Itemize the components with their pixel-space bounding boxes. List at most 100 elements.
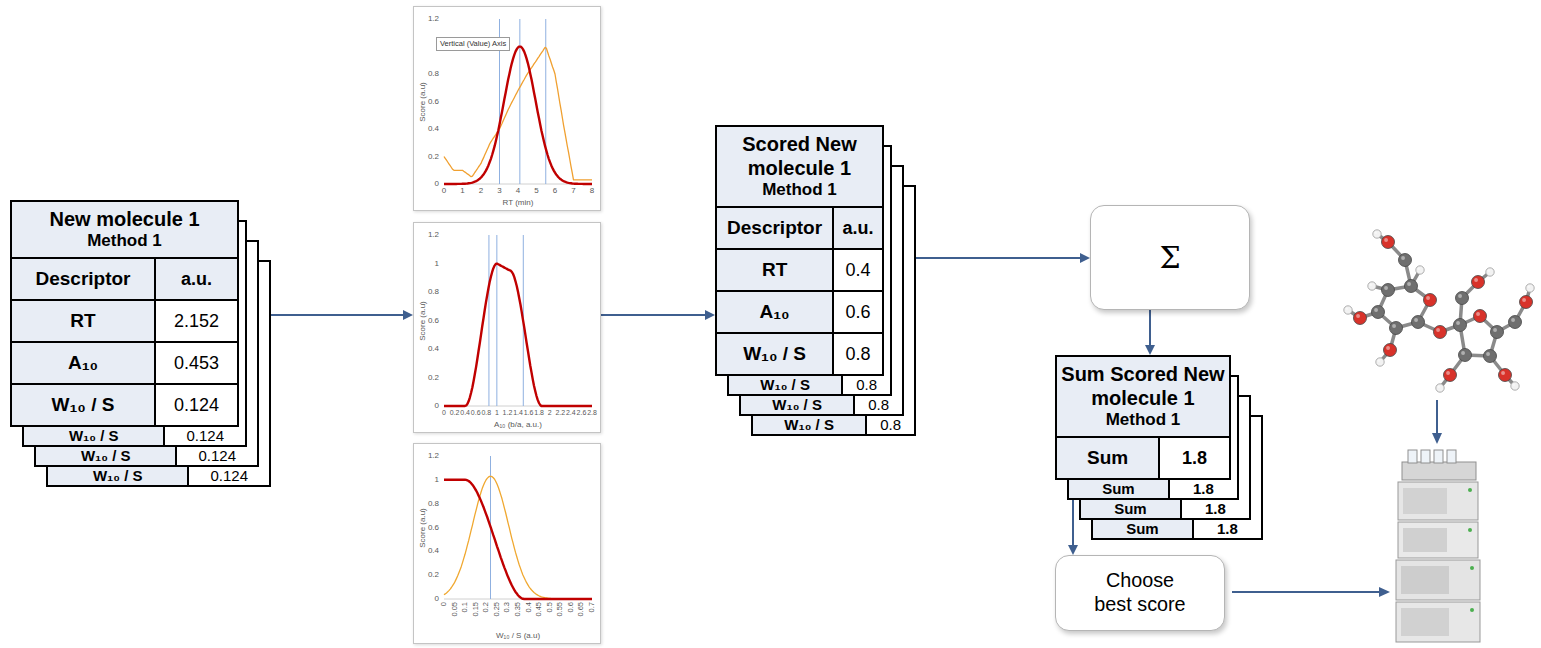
tick-label: 0.2 — [428, 153, 439, 161]
table-title-text: Sum Scored New molecule 1 — [1061, 362, 1225, 410]
table-cell: W₁₀ / S — [753, 416, 867, 434]
atom — [1372, 306, 1385, 319]
table-cell: W₁₀ / S — [717, 334, 834, 374]
atom — [1509, 316, 1522, 329]
atom-highlight — [1414, 318, 1418, 322]
hplc-instrument — [1396, 450, 1480, 642]
table-cell: 0.124 — [165, 427, 245, 445]
copy-row: W₁₀ / S0.8 — [753, 416, 914, 434]
descriptor-value: 0.124 — [186, 427, 224, 445]
table-cell: 0.453 — [156, 343, 237, 383]
tick-label: 0.8 — [428, 500, 439, 508]
arrowhead — [1145, 345, 1155, 355]
axis-tooltip: Vertical (Value) Axis — [436, 37, 510, 51]
atom-highlight — [1527, 285, 1530, 288]
atom-highlight — [1374, 231, 1377, 234]
connector — [601, 310, 715, 320]
table-cell: 0.124 — [189, 467, 269, 485]
atom-highlight — [1384, 286, 1388, 290]
table-cell: 0.8 — [867, 416, 914, 434]
atom-highlight — [1407, 282, 1411, 286]
atom — [1405, 280, 1418, 293]
table-cell: Sum — [1057, 438, 1160, 478]
tick-label: 0.6 — [471, 409, 481, 416]
process-box: Choose best score — [1055, 555, 1225, 631]
score-curve — [444, 480, 592, 599]
table-cell: W₁₀ / S — [741, 396, 855, 414]
table-cell: 1.8 — [1170, 480, 1237, 498]
tick-label: 0.8 — [481, 409, 491, 416]
copy-row: Sum1.8 — [1069, 480, 1237, 498]
table-row: A₁₀0.453 — [12, 341, 237, 383]
table-cell: 0.8 — [843, 376, 890, 394]
descriptor-value: 0.8 — [856, 376, 877, 394]
atom-highlight — [1512, 383, 1515, 386]
atom-highlight — [1345, 307, 1348, 310]
tick-label: 0.35 — [514, 602, 522, 617]
marker-line — [496, 235, 497, 406]
atom — [1399, 254, 1412, 267]
atom-highlight — [1446, 371, 1450, 375]
tick-label: 2.4 — [566, 409, 576, 416]
arrowhead — [1080, 253, 1090, 263]
table-title: Scored New molecule 1Method 1 — [717, 127, 882, 206]
tick-label: 0.6 — [428, 524, 439, 532]
descriptor-name: W₁₀ / S — [93, 467, 143, 485]
atom-highlight — [1501, 371, 1505, 375]
atom-highlight — [1458, 294, 1462, 298]
atom — [1474, 310, 1487, 323]
atom — [1499, 369, 1512, 382]
tick-label: 0.4 — [428, 345, 439, 353]
chart-plot — [414, 444, 602, 645]
tick-label: 0 — [435, 180, 439, 188]
table-cell: W₁₀ / S — [48, 467, 189, 485]
tick-label: 2.6 — [577, 409, 587, 416]
atom-highlight — [1356, 314, 1360, 318]
tick-label: 1 — [435, 476, 439, 484]
table-title-text: New molecule 1 — [16, 207, 233, 231]
descriptor-name: W₁₀ / S — [760, 376, 810, 394]
atom — [1416, 266, 1424, 274]
atom-highlight — [1486, 352, 1490, 356]
table-row: A₁₀0.6 — [717, 290, 882, 332]
connector — [1145, 310, 1155, 355]
marker-line — [488, 235, 489, 406]
tick-label: 0.4 — [525, 602, 533, 612]
table-cell: W₁₀ / S — [12, 385, 156, 425]
tick-label: 0.2 — [428, 571, 439, 579]
copy-row: Sum1.8 — [1081, 500, 1249, 518]
copy-row: W₁₀ / S 0.124 — [24, 427, 245, 445]
atom-highlight — [1417, 267, 1420, 270]
chart-plot — [414, 223, 602, 434]
atom — [1412, 316, 1425, 329]
tick-label: 6 — [553, 187, 557, 195]
descriptor-name: Sum — [1126, 520, 1159, 538]
atom-highlight — [1493, 328, 1497, 332]
descriptor-value: 0.124 — [174, 395, 219, 416]
atom-highlight — [1369, 283, 1372, 286]
atom — [1491, 326, 1504, 339]
descriptor-value: 0.8 — [868, 396, 889, 414]
score-curve — [444, 264, 592, 406]
tick-label: 1.4 — [513, 409, 523, 416]
arrowhead — [705, 310, 715, 320]
flow-arrow — [1232, 400, 1442, 597]
table-cell: 0.124 — [156, 385, 237, 425]
tick-label: 0.7 — [588, 602, 596, 612]
table-cell: 2.152 — [156, 301, 237, 341]
tick-label: 1.2 — [428, 231, 439, 239]
table-cell: RT — [717, 250, 834, 290]
molecule-model — [1344, 230, 1534, 392]
descriptor-name: W₁₀ / S — [69, 427, 119, 445]
atom-highlight — [1456, 321, 1460, 325]
atom-highlight — [1374, 308, 1378, 312]
table-cell: a.u. — [834, 208, 882, 248]
table-cell: Descriptor — [12, 259, 156, 299]
table-cell: W₁₀ / S — [729, 376, 843, 394]
column-header: a.u. — [843, 218, 874, 239]
tick-label: 5 — [534, 187, 538, 195]
table-cell: 0.4 — [834, 250, 882, 290]
descriptor-value: 0.124 — [210, 467, 248, 485]
method-label: Method 1 — [16, 231, 233, 251]
